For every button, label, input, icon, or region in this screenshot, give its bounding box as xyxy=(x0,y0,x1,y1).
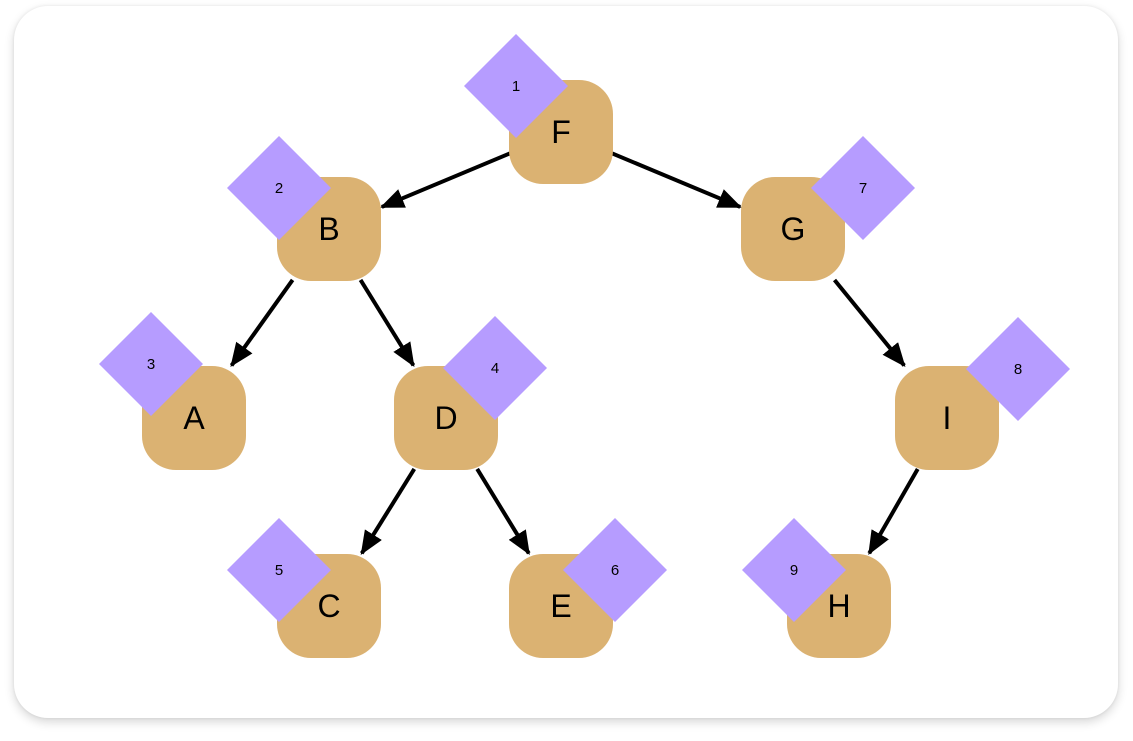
node-label: F xyxy=(551,114,571,150)
order-number: 6 xyxy=(611,562,619,579)
node-label: C xyxy=(317,588,340,624)
order-badge-b: 2 xyxy=(227,136,331,240)
order-badge-g: 7 xyxy=(811,136,915,240)
order-number: 3 xyxy=(147,356,155,373)
edge-g-i xyxy=(832,278,906,368)
order-number: 8 xyxy=(1014,361,1022,378)
node-label: D xyxy=(434,400,457,436)
order-badge-a: 3 xyxy=(99,312,203,416)
node-shape xyxy=(895,366,999,470)
node-label: I xyxy=(943,400,952,436)
node-shape xyxy=(741,177,845,281)
edge-i-h xyxy=(867,467,920,556)
diamond-badge-shape xyxy=(227,136,331,240)
diamond-badge-shape xyxy=(742,518,846,622)
edge-b-a xyxy=(229,278,295,368)
order-badge-f: 1 xyxy=(464,34,568,138)
diamond-badge-shape xyxy=(811,136,915,240)
edge-d-c xyxy=(360,467,416,556)
diamond-badge-shape xyxy=(563,518,667,622)
edge-b-d xyxy=(358,278,416,368)
edge-f-b xyxy=(379,151,511,209)
edge-f-g xyxy=(611,151,743,209)
order-badge-c: 5 xyxy=(227,518,331,622)
order-number: 4 xyxy=(491,360,499,377)
diamond-badge-shape xyxy=(99,312,203,416)
order-number: 2 xyxy=(275,180,283,197)
diamond-badge-shape xyxy=(464,34,568,138)
order-badge-d: 4 xyxy=(443,316,547,420)
diamond-badge-shape xyxy=(227,518,331,622)
node-i[interactable]: I xyxy=(895,366,999,470)
order-number: 9 xyxy=(790,562,798,579)
order-number: 7 xyxy=(859,180,867,197)
order-number: 5 xyxy=(275,562,283,579)
node-g[interactable]: G xyxy=(741,177,845,281)
node-label: B xyxy=(318,211,339,247)
order-number: 1 xyxy=(512,78,520,95)
node-label: H xyxy=(827,588,850,624)
edge-d-e xyxy=(475,467,531,556)
node-label: A xyxy=(183,400,205,436)
order-badge-i: 8 xyxy=(966,317,1070,421)
node-label: E xyxy=(550,588,571,624)
badges-layer: 1 2 3 4 5 6 7 8 9 xyxy=(99,34,1070,622)
diamond-badge-shape xyxy=(966,317,1070,421)
order-badge-e: 6 xyxy=(563,518,667,622)
diamond-badge-shape xyxy=(443,316,547,420)
edges-layer xyxy=(229,151,920,556)
node-label: G xyxy=(781,211,806,247)
order-badge-h: 9 xyxy=(742,518,846,622)
